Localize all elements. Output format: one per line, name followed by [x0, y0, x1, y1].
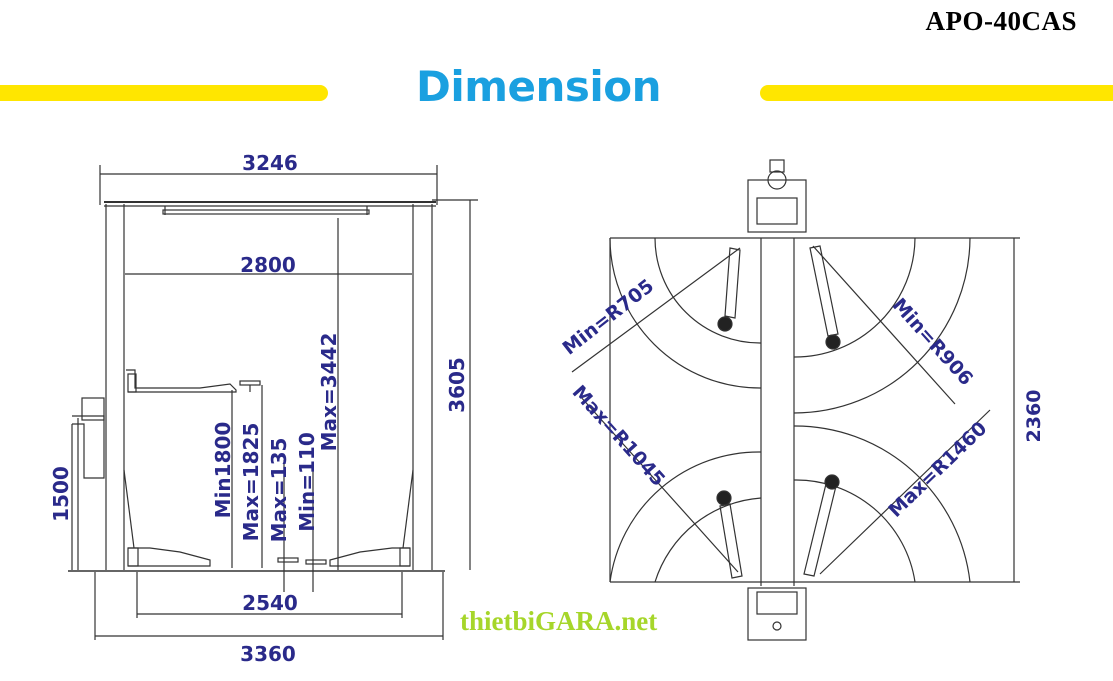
watermark-text: thietbiGARA.net — [460, 606, 658, 636]
inner-width-label: 2800 — [240, 253, 296, 277]
base-inner-width-label: 2540 — [242, 591, 298, 615]
overall-height-label: 3605 — [445, 357, 469, 413]
yellow-accent-bar-right — [760, 85, 1113, 101]
max-radius-right-label: Max=R1460 — [884, 418, 991, 522]
power-unit-height-label: 1500 — [49, 466, 73, 522]
min-radius-left-label: Min=R705 — [559, 275, 659, 360]
min-height-label: Min1800 — [211, 422, 235, 519]
top-view — [571, 159, 1020, 641]
max-lift-height-label: Max=3442 — [317, 333, 341, 452]
pad-min-label: Min=110 — [295, 432, 319, 532]
pad-max-label: Max=135 — [267, 438, 291, 543]
max-radius-left-label: Max=R1045 — [568, 381, 670, 490]
model-number: APO-40CAS — [925, 6, 1077, 36]
max-height-label: Max=1825 — [239, 423, 263, 542]
min-radius-right-label: Min=R906 — [888, 294, 977, 390]
overall-width-label: 3246 — [242, 151, 298, 175]
depth-label: 2360 — [1023, 390, 1045, 443]
base-overall-width-label: 3360 — [240, 642, 296, 666]
front-view — [68, 165, 478, 640]
page-title: Dimension — [416, 62, 662, 111]
yellow-accent-bar-left — [0, 85, 328, 101]
